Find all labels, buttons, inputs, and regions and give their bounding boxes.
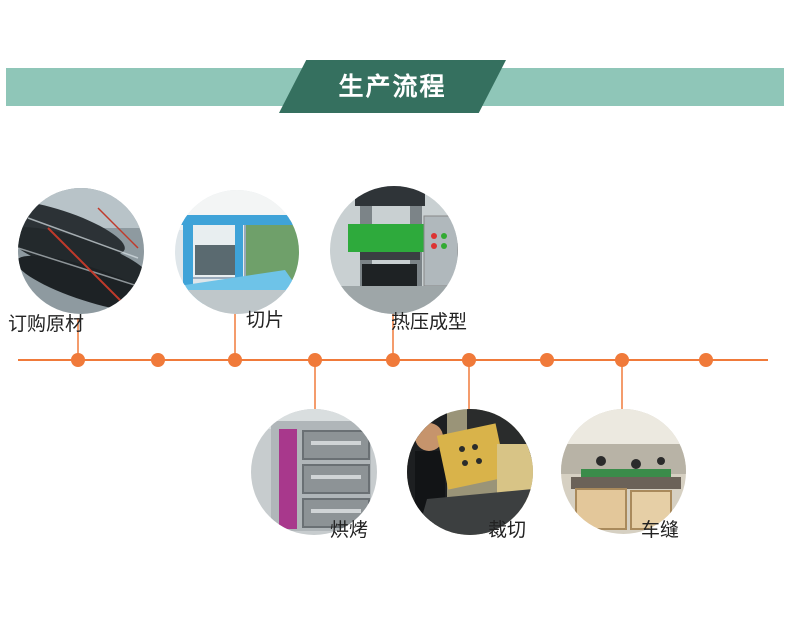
timeline-dot — [228, 353, 242, 367]
oven-icon — [251, 409, 377, 535]
timeline-dot — [386, 353, 400, 367]
timeline-dot — [615, 353, 629, 367]
page-title: 生产流程 — [338, 72, 447, 101]
timeline-dot — [699, 353, 713, 367]
step-label-3: 热压成型 — [391, 311, 468, 333]
hot-press-machine-icon — [330, 186, 458, 314]
timeline-dot — [308, 353, 322, 367]
timeline-dot — [462, 353, 476, 367]
timeline-dot — [540, 353, 554, 367]
step-label-1: 订购原材 — [8, 313, 85, 335]
step-label-5: 裁切 — [488, 519, 527, 541]
slicing-machine-icon — [175, 190, 299, 314]
step-label-6: 车缝 — [641, 519, 680, 541]
step-label-4: 烘烤 — [330, 519, 369, 541]
timeline-dot — [71, 353, 85, 367]
rubber-rolls-icon — [18, 188, 144, 314]
timeline-dot — [151, 353, 165, 367]
step-label-2: 切片 — [246, 309, 285, 331]
header-banner-tab — [279, 60, 506, 113]
